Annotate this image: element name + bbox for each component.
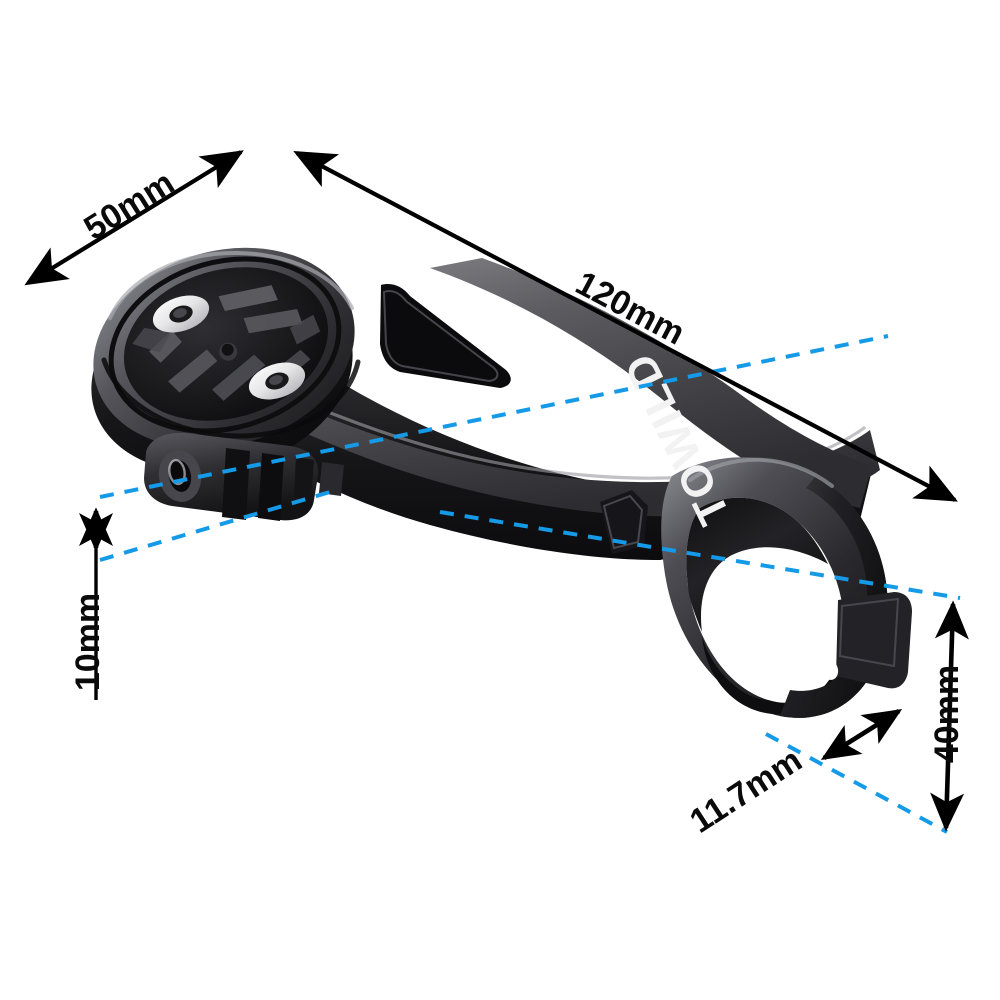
clamp-bolt-hole — [821, 660, 839, 680]
gopro-bolt-hole — [168, 460, 192, 492]
product-illustration: TOWILD — [91, 247, 912, 718]
guide-line-clamp-bottom — [765, 732, 948, 834]
clamp-inner-bottom — [702, 636, 840, 715]
dimension-10mm-label: 10mm — [69, 593, 107, 691]
dimension-40mm: 40mm — [928, 600, 969, 832]
head-screw-upper-left — [152, 295, 210, 333]
dimension-11-7mm-arrow — [820, 709, 903, 760]
gopro-adapter — [144, 432, 344, 521]
dimension-10mm: 10mm — [69, 507, 114, 700]
clamp-bolt-tab-edge — [838, 597, 900, 668]
computer-mount-head — [91, 247, 361, 473]
gopro-fin-3 — [294, 457, 314, 500]
handlebar-clamp — [600, 457, 912, 718]
dimension-120mm-arrow — [293, 151, 958, 502]
guide-line-clamp-top — [439, 510, 961, 600]
dimension-11-7mm-label: 11.7mm — [683, 741, 808, 841]
gopro-bolt-hole-highlight — [168, 458, 186, 486]
dimension-50mm-label: 50mm — [77, 164, 180, 248]
dimension-50mm-arrow — [24, 150, 244, 286]
dimension-40mm-label: 40mm — [928, 665, 966, 763]
dimension-40mm-arrow — [930, 600, 969, 832]
head-quarter-turn-lugs — [132, 285, 321, 401]
clamp-inner-wall — [686, 497, 828, 632]
arm-cutout — [380, 284, 511, 388]
dimension-11-7mm: 11.7mm — [683, 709, 903, 841]
clamp-bolt-tab — [836, 592, 912, 689]
gopro-side-tab — [319, 462, 344, 496]
gopro-fin-1 — [222, 448, 250, 520]
head-screw-lower-right — [248, 362, 306, 400]
gopro-fin-2 — [258, 453, 284, 521]
